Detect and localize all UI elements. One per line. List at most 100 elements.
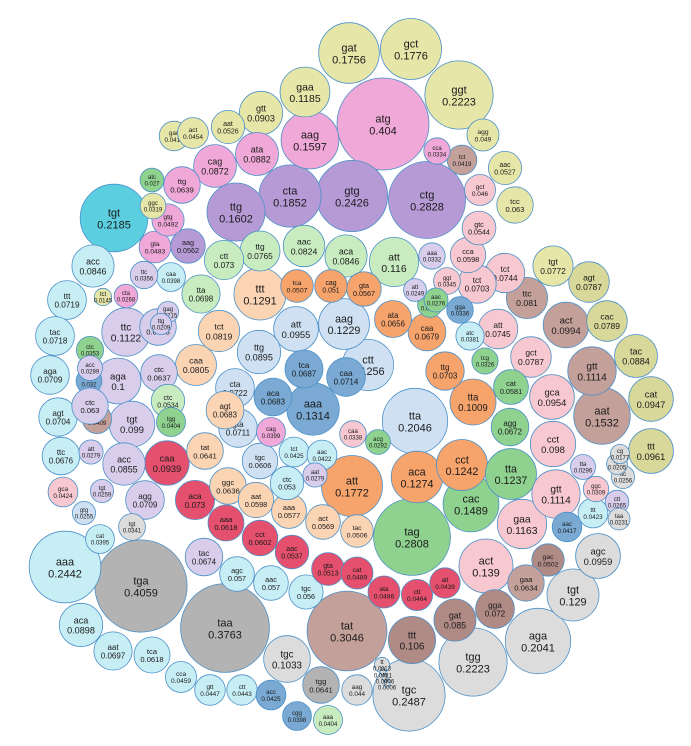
bubble-value: 0.0279 [306,477,325,483]
bubble-circle [425,351,465,391]
bubble-label: ctc [86,345,94,351]
bubble-circle [529,374,575,420]
bubble-label: gtt [206,684,213,691]
bubble-value: 0.0947 [637,399,666,410]
bubble-label: tat [201,443,210,452]
bubble-label: ggc [591,484,601,490]
bubble-value: 0.2041 [521,643,555,655]
bubble-label: cta [230,380,241,389]
bubble-value: 0.1602 [219,213,253,225]
bubble-value: 0.0718 [43,337,68,346]
bubble-value: 0.0447 [200,691,220,698]
bubble-circle [380,18,442,80]
bubble-label: agc [590,546,605,557]
bubble-value: 0.0704 [46,418,71,427]
bubble-label: aca [74,616,90,626]
bubble-circle [203,239,244,280]
bubble-label: aac [265,575,277,584]
bubble-value: 0.1033 [272,660,303,671]
bubble-circle [326,357,366,397]
bubble-label: tct [459,154,466,161]
bubble-value: 0.1229 [328,325,361,337]
bubble-value: 0.0824 [291,246,318,256]
bubble-value: 0.0961 [637,451,666,462]
bubble-label: act [189,127,198,134]
bubble-value: 0.0296 [574,469,593,475]
bubble-circle [586,300,628,342]
bubble-circle [496,498,548,550]
bubble-value: 0.0959 [584,556,613,567]
bubble-value: 0.2487 [392,697,426,709]
bubble-label: aga [43,367,57,376]
bubble-value: 0.0855 [110,464,137,474]
bubble-circle [531,543,565,577]
bubble-circle [125,480,165,520]
bubble-circle [365,429,391,455]
bubble-label: agc [231,566,243,575]
bubble-label: ttg [158,319,165,325]
bubble-label: cct [255,530,266,539]
bubble-label: tgt [129,522,136,528]
bubble-value: 0.1489 [454,506,488,518]
bubble-value: 0.0765 [247,251,273,261]
bubble-label: ttc [620,472,626,478]
bubble-value: 0.0703 [465,285,490,294]
bubble-label: gat [341,42,356,54]
bubble-label: acc [85,363,94,369]
bubble-value: 0.073 [214,261,235,270]
bubble-label: tac [199,549,210,558]
bubble-circle [90,478,115,503]
bubble-circle [253,565,289,601]
bubble-label: gtg [80,508,88,514]
bubble-value: 0.0424 [53,493,73,500]
bubble-circle [379,668,387,676]
bubble-value: 0.0714 [334,378,359,387]
bubble-value: 0.072 [485,610,506,619]
bubble-label: aag [335,313,353,325]
bubble-value: 0.0398 [288,717,307,724]
bubble-value: 0.0464 [407,596,427,603]
bubble-label: tca [147,647,158,656]
bubble-circle [302,462,328,488]
bubble-label: aaa [220,515,233,524]
bubble-circle [567,346,617,396]
bubble-value: 0.2828 [410,201,444,213]
bubble-label: cgg [292,710,302,717]
bubble-label: aac [562,521,572,528]
bubble-label: tca [299,361,310,370]
bubble-circle [269,465,305,501]
bubble-circle [546,568,600,622]
bubble-value: 0.0255 [75,515,94,521]
bubble-label: aga [110,372,127,383]
bubble-value: 0.0177 [611,456,630,462]
bubble-label: ctt [614,497,621,503]
bubble-value: 0.0872 [201,167,229,177]
bubble-circle [485,448,537,500]
bubble-circle [610,443,631,464]
bubble-label: ctt [239,684,246,691]
bubble-value: 0.044 [349,691,365,698]
bubble-circle [568,261,610,303]
bubble-label: tac [352,525,362,532]
bubble-circle [206,182,266,242]
bubble-value: 0.0309 [587,491,606,497]
